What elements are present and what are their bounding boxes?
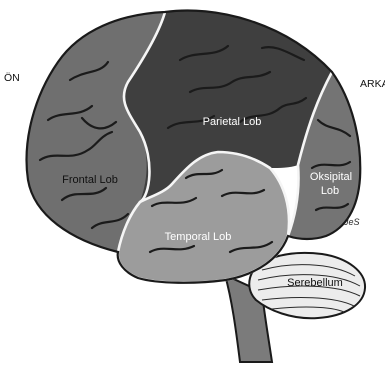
front-label: ÖN [4,72,20,84]
signature-mark: JeS [343,217,360,227]
back-label: ARKA [360,78,385,90]
parietal-label: Parietal Lob [203,116,262,128]
occipital-label-line1: Oksipital [310,171,352,183]
cerebellum-label: Serebellum [287,277,343,289]
temporal-label: Temporal Lob [165,231,232,243]
occipital-label-line2: Lob [321,185,339,197]
frontal-label: Frontal Lob [62,174,118,186]
